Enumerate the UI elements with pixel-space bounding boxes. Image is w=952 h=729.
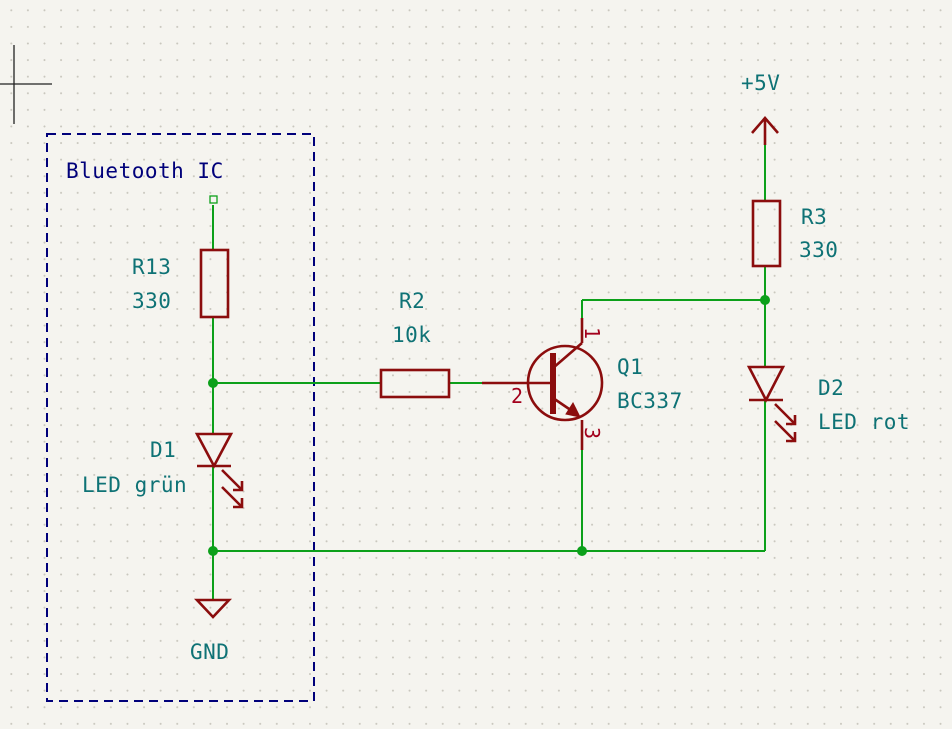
r3-value-label: 330 [799,238,839,262]
ground-symbol[interactable] [193,598,233,619]
r13-value-label: 330 [132,289,172,313]
d1-value-label: LED grün [82,473,188,497]
q1-value-label: BC337 [617,389,683,413]
r13-ref-label: R13 [132,255,172,279]
junction-node [577,546,587,556]
q1-base-pin-number: 2 [511,384,524,408]
gnd-label: GND [190,640,230,664]
r2-value-label: 10k [392,323,432,347]
block-label: Bluetooth IC [66,159,224,183]
led-d1[interactable] [194,432,244,509]
cursor-crosshair-icon [0,45,52,124]
transistor-q1[interactable] [482,318,604,450]
junction-node [208,378,218,388]
q1-ref-label: Q1 [617,355,644,379]
r2-ref-label: R2 [399,289,426,313]
d2-value-label: LED rot [818,410,911,434]
resistor-r3[interactable] [751,199,782,268]
led-d2[interactable] [746,365,797,443]
vcc-power-symbol[interactable] [751,116,779,145]
unconnected-pin-marker [209,195,218,204]
q1-collector-pin-number: 1 [580,327,604,340]
junction-node [760,295,770,305]
resistor-r13[interactable] [199,248,230,319]
q1-emitter-pin-number: 3 [580,427,604,440]
vcc-label: +5V [741,71,781,95]
d1-ref-label: D1 [150,438,177,462]
junction-node [208,546,218,556]
d2-ref-label: D2 [818,376,845,400]
bluetooth-ic-block [46,133,315,702]
wires [212,145,766,600]
resistor-r2[interactable] [379,368,451,399]
r3-ref-label: R3 [801,205,828,229]
